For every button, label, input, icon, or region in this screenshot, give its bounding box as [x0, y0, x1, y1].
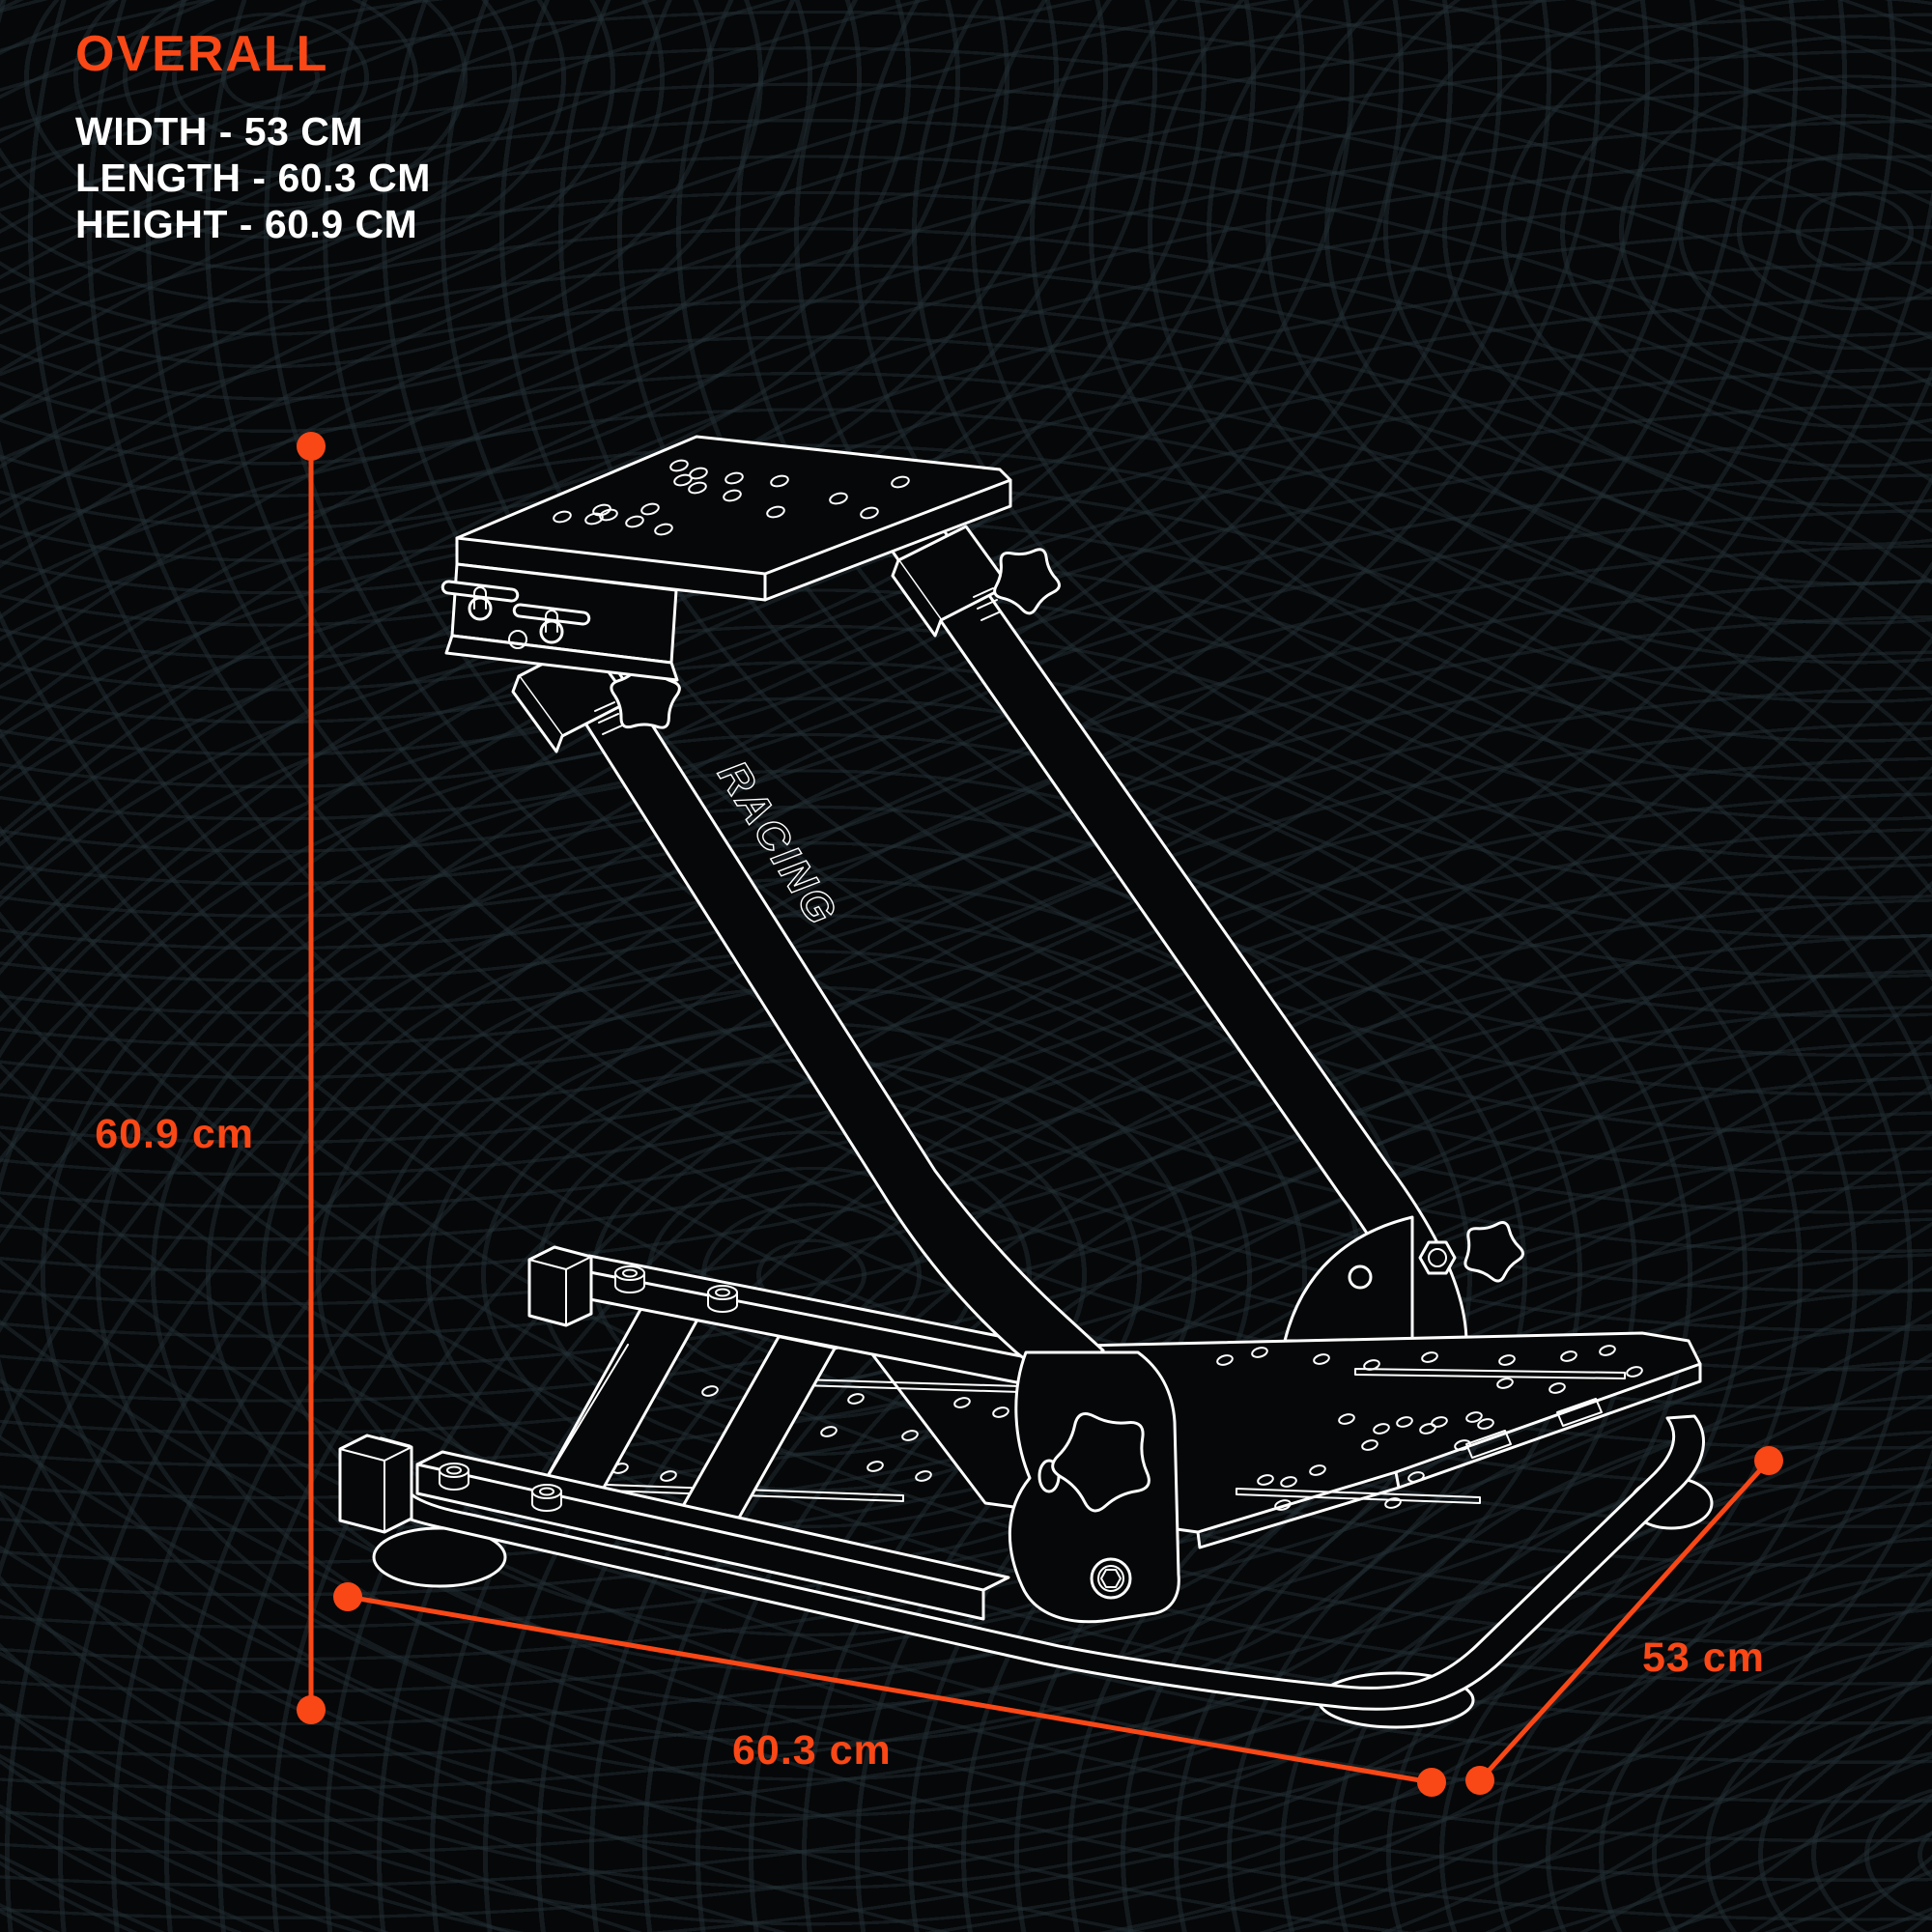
height-dimension-label: 60.9 cm	[95, 1111, 254, 1157]
center-star-knob	[1051, 1412, 1151, 1513]
keyhole-slot-1	[440, 580, 520, 621]
clamp-bolt-spring	[594, 701, 623, 735]
overall-specs-block: OVERALL WIDTH - 53 CM LENGTH - 60.3 CM H…	[75, 25, 431, 247]
cap-nuts	[439, 1265, 738, 1512]
keyhole-slot-2	[512, 603, 591, 644]
center-hex-bolt	[1090, 1557, 1132, 1600]
rear-clamp-star-knob	[993, 548, 1061, 615]
spec-length: LENGTH - 60.3 CM	[75, 156, 431, 200]
spec-height: HEIGHT - 60.9 CM	[75, 202, 418, 246]
slider-back-bar-end-block	[527, 1245, 593, 1327]
length-dimension-label: 60.3 cm	[732, 1727, 892, 1774]
upright-gusset	[1283, 1215, 1457, 1343]
wheel-bracket	[440, 562, 679, 682]
spec-width: WIDTH - 53 CM	[75, 109, 364, 154]
center-bracket	[1008, 1350, 1180, 1624]
length-dimension-line	[333, 1582, 1446, 1797]
rear-upright-knob	[1463, 1221, 1524, 1283]
page-title: OVERALL	[75, 26, 329, 82]
width-dimension-line	[1465, 1446, 1783, 1795]
front-support-tube	[539, 624, 1105, 1389]
slider-front-bar-end-block	[338, 1434, 413, 1534]
clamp-bolt-spring	[973, 587, 1002, 621]
bracket-flange	[444, 634, 679, 682]
wheel-plate	[455, 435, 1012, 602]
height-dimension-line	[297, 432, 326, 1724]
width-dimension-label: 53 cm	[1642, 1634, 1765, 1681]
dimension-lines	[297, 432, 1783, 1797]
rear-tube-clamp	[891, 525, 1061, 638]
wheel-plate-holes	[553, 459, 910, 536]
base-frame	[367, 1414, 1705, 1711]
pedal-slider-assembly	[338, 1245, 1065, 1621]
